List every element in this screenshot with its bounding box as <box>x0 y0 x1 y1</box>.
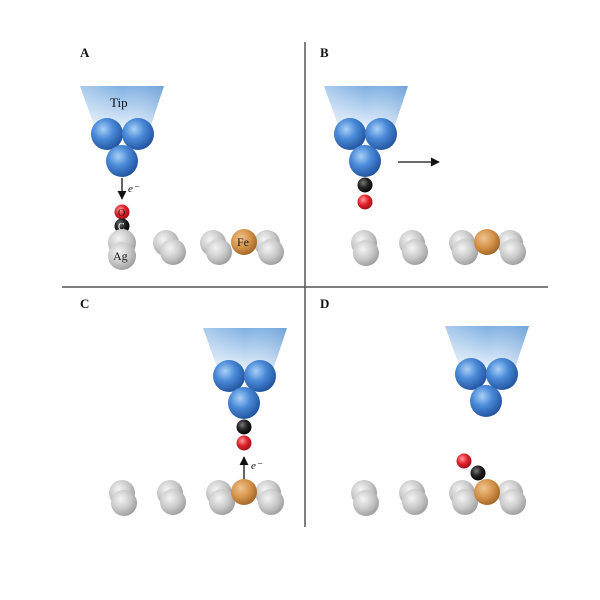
oxygen-atom <box>456 453 472 469</box>
silver-atom <box>209 489 235 515</box>
tip-atom <box>244 360 276 392</box>
panel-b-label: B <box>320 45 329 60</box>
silver-atom <box>402 489 428 515</box>
panel-a: A Tip e⁻ O C Ag F <box>80 45 284 270</box>
carbon-label: C <box>118 222 125 233</box>
silver-atom <box>353 240 379 266</box>
tip-atom <box>349 145 381 177</box>
panel-c: C e⁻ <box>80 296 287 516</box>
silver-atom <box>452 239 478 265</box>
tip-atom <box>91 118 123 150</box>
silver-surface: Ag Fe <box>108 229 284 270</box>
silver-label: Ag <box>113 249 128 263</box>
panel-d: D <box>320 296 529 516</box>
silver-atom <box>258 489 284 515</box>
carbon-atom <box>470 465 486 481</box>
tip-b <box>324 86 408 210</box>
tip-atom <box>334 118 366 150</box>
tip-a: Tip <box>80 86 164 177</box>
electron-label: e⁻ <box>251 460 263 472</box>
tip-c <box>203 328 287 451</box>
iron-atom <box>231 229 257 255</box>
tip-atom <box>470 385 502 417</box>
carbon-atom <box>357 177 373 193</box>
electron-label: e⁻ <box>128 183 140 195</box>
silver-atom <box>160 239 186 265</box>
oxygen-atom <box>114 204 130 220</box>
panel-b: B <box>320 45 526 266</box>
silver-atom <box>108 242 136 270</box>
iron-atom <box>231 479 257 505</box>
panel-d-label: D <box>320 296 329 311</box>
oxygen-atom <box>236 435 252 451</box>
silver-atom <box>402 239 428 265</box>
silver-atom <box>500 489 526 515</box>
oxygen-atom <box>357 194 373 210</box>
tip-atom <box>106 145 138 177</box>
silver-atom <box>500 239 526 265</box>
tip-d <box>445 326 529 417</box>
tip-atom <box>365 118 397 150</box>
iron-atom <box>474 479 500 505</box>
panel-c-label: C <box>80 296 89 311</box>
silver-atom <box>452 489 478 515</box>
silver-atom <box>206 239 232 265</box>
silver-atom <box>258 239 284 265</box>
oxygen-label: O <box>118 208 125 219</box>
silver-atom <box>111 490 137 516</box>
tip-atom <box>486 358 518 390</box>
tip-atom <box>213 360 245 392</box>
silver-atom <box>160 489 186 515</box>
tip-atom <box>122 118 154 150</box>
iron-atom <box>474 229 500 255</box>
surface-d <box>351 479 526 516</box>
tip-atom <box>228 387 260 419</box>
carbon-atom <box>236 419 252 435</box>
tip-label: Tip <box>110 95 128 110</box>
silver-atom <box>353 490 379 516</box>
panel-a-label: A <box>80 45 90 60</box>
surface-c <box>109 479 284 516</box>
iron-label: Fe <box>237 235 249 249</box>
tip-atom <box>455 358 487 390</box>
surface-b <box>351 229 526 266</box>
